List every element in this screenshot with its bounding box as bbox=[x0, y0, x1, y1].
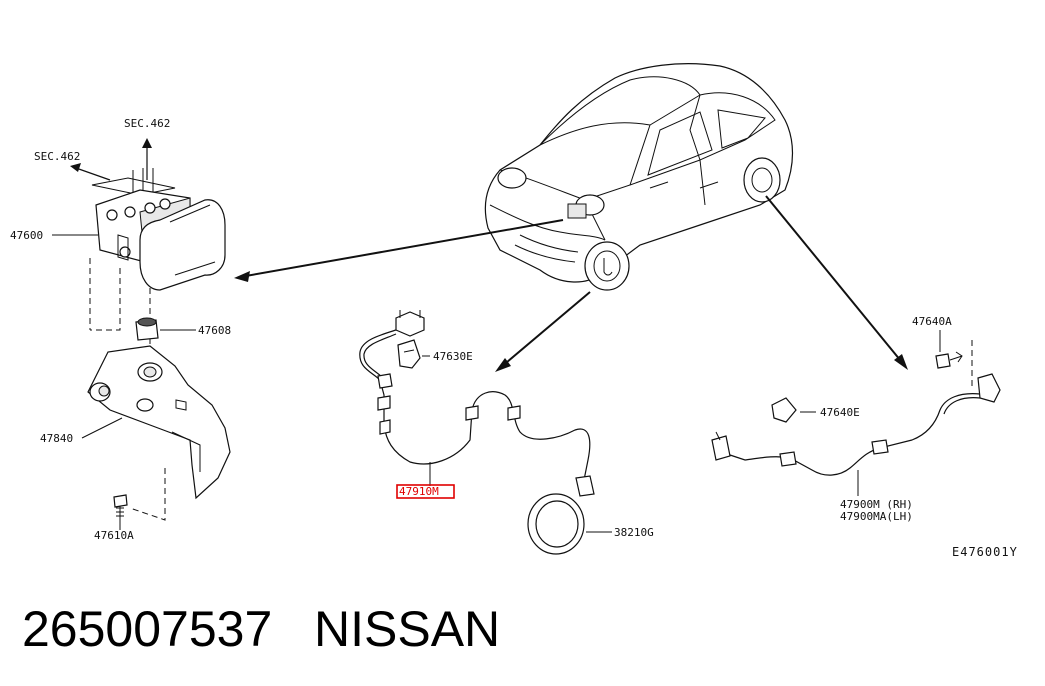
label-47610a: 47610A bbox=[94, 529, 134, 542]
label-47600: 47600 bbox=[10, 229, 43, 242]
label-47640e: 47640E bbox=[820, 406, 860, 419]
car-illustration bbox=[484, 63, 794, 291]
label-sec-462-left: SEC.462 bbox=[34, 150, 80, 163]
diagram-code: E476001Y bbox=[952, 545, 1018, 559]
indicator-arrows bbox=[234, 195, 908, 372]
highlight-box bbox=[396, 484, 455, 499]
label-47608: 47608 bbox=[198, 324, 231, 337]
label-sec-462-top: SEC.462 bbox=[124, 117, 170, 130]
label-38210g: 38210G bbox=[614, 526, 654, 539]
label-47840: 47840 bbox=[40, 432, 73, 445]
caption-brand: NISSAN bbox=[314, 601, 500, 657]
label-47640a: 47640A bbox=[912, 315, 952, 328]
label-47910m: 47910M bbox=[399, 485, 439, 498]
abs-actuator-group bbox=[52, 138, 231, 530]
label-47900ma: 47900MA(LH) bbox=[840, 510, 913, 523]
label-47630e: 47630E bbox=[433, 350, 473, 363]
caption-part-number: 265007537 bbox=[22, 601, 272, 657]
label-47900m: 47900M (RH) bbox=[840, 498, 913, 511]
rear-wheel-sensor-group bbox=[711, 330, 1001, 496]
front-wheel-sensor-group bbox=[359, 310, 612, 555]
